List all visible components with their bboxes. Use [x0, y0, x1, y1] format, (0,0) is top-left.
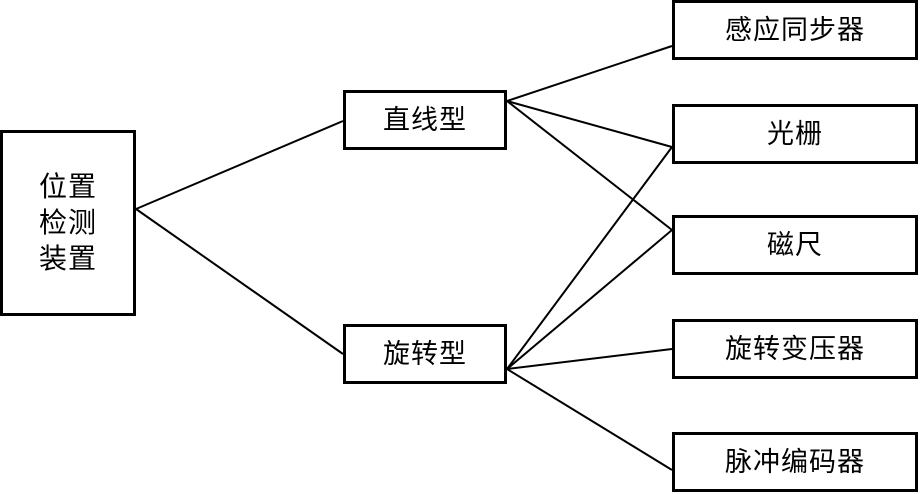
- device-label-grating: 光栅: [767, 118, 823, 150]
- connector-linear-inductosyn: [506, 45, 673, 102]
- device-node-resolver: 旋转变压器: [672, 319, 918, 379]
- device-label-resolver: 旋转变压器: [725, 333, 865, 365]
- category-label-linear: 直线型: [383, 104, 467, 136]
- root-label-line-1: 位置: [38, 169, 97, 203]
- connector-rotary-resolver: [506, 348, 673, 370]
- root-node-position-detection-device: 位置 检测 装置: [0, 130, 136, 316]
- device-node-pulse-encoder: 脉冲编码器: [672, 432, 918, 492]
- device-node-inductosyn: 感应同步器: [672, 0, 918, 60]
- device-node-magnetic-scale: 磁尺: [672, 215, 918, 275]
- connector-root-rotary: [135, 208, 344, 355]
- connector-root-linear: [135, 120, 344, 210]
- connector-rotary-magnetic-scale: [506, 229, 673, 370]
- connector-linear-magnetic-scale: [506, 100, 673, 231]
- category-label-rotary: 旋转型: [383, 338, 467, 370]
- root-label-line-2: 检测: [38, 205, 97, 239]
- device-node-grating: 光栅: [672, 104, 918, 164]
- connector-rotary-encoder: [506, 368, 673, 471]
- device-label-inductosyn: 感应同步器: [725, 14, 865, 46]
- connector-rotary-grating: [506, 146, 673, 370]
- device-label-magnetic-scale: 磁尺: [767, 229, 823, 261]
- root-node-label: 位置 检测 装置: [38, 169, 97, 276]
- device-label-pulse-encoder: 脉冲编码器: [725, 446, 865, 478]
- category-node-linear: 直线型: [343, 90, 507, 150]
- connector-linear-grating: [506, 100, 673, 148]
- root-label-line-3: 装置: [38, 242, 97, 276]
- category-node-rotary: 旋转型: [343, 324, 507, 384]
